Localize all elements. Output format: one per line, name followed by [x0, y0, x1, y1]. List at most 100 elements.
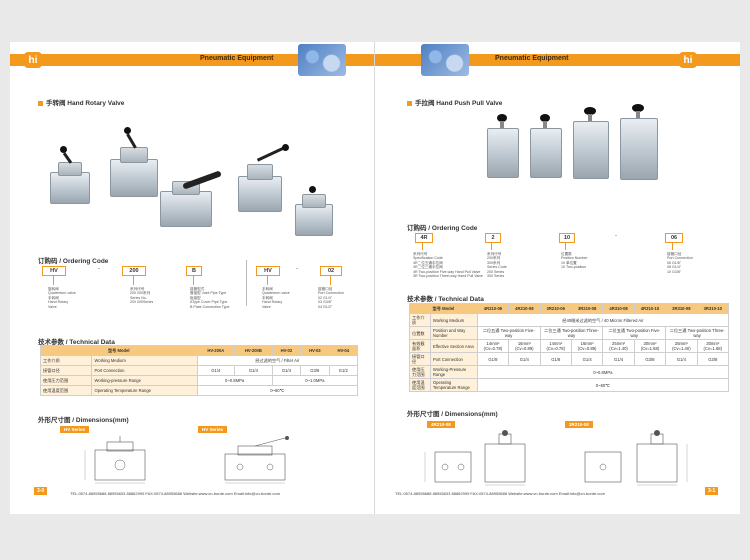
table-header-cell: 3R210-08: [570, 303, 604, 314]
section-title: 手转阀 Hand Rotary Valve: [38, 97, 124, 107]
table-header-cell: 4R210-08: [508, 303, 541, 314]
table-cell: G1/8: [476, 352, 510, 366]
4r-dimension-drawing: [424, 430, 526, 486]
table-cell: G3/8: [633, 352, 667, 366]
logo-chinese: 宝德气动: [631, 55, 675, 67]
hv-dimension-drawing: [84, 436, 146, 484]
table-row: 使用温度范围 Operating Temperature Range 0~60℃: [409, 378, 730, 392]
table-cell: G1/4: [602, 352, 635, 366]
table-cell: 16mm² (Cv=0.89): [570, 339, 604, 353]
table-header-cell: 3R210-06: [539, 303, 572, 314]
table-cell: 工作介质: [39, 355, 93, 366]
table-cell: Working-Pressure Range: [429, 365, 478, 379]
table-row: 工作介质 Working Medium 经40微米过滤的空气 / 40 Micr…: [409, 313, 730, 327]
table-row: 型号 Model 4R210-06 4R210-08 3R210-06 3R21…: [409, 303, 730, 314]
table-cell: Effective Section Area: [429, 339, 478, 353]
table-header-cell: 型号 Model: [409, 303, 478, 314]
table-cell: 二位五通 Two-position Five-way: [602, 326, 667, 340]
order-code-box: 4R: [415, 233, 433, 243]
table-cell: Operating Temperature Range: [91, 385, 198, 396]
table-row: 接管口径 Port Connection G1/4 G1/4 G1/4 G3/8…: [39, 365, 359, 376]
header-bar: [10, 54, 375, 66]
left-page: hi borde 宝德气动 Pneumatic Equipment 手转阀 Ha…: [10, 42, 375, 514]
table-cell: 有效截面积: [409, 339, 431, 353]
tech-data-title: 技术参数 / Technical Data: [38, 339, 115, 346]
table-cell: 使用压力范围: [409, 365, 431, 379]
order-code-note: 系列代号 Specification Code 4R二位五通手拉阀 3R二位三通…: [413, 252, 483, 279]
table-row: 接管口径 Port Connection G1/8 G1/4 G1/8 G1/4…: [409, 352, 730, 366]
logo-badge-icon: hi: [679, 52, 697, 68]
table-cell: 经40微米过滤的空气 / 40 Micron Filtered Air: [476, 313, 730, 327]
page-number: 3-0: [34, 487, 48, 495]
table-row: 位置数 Position and Way Number 二位五通 Two-pos…: [409, 326, 729, 340]
table-header-cell: 4R310-10: [633, 303, 667, 314]
table-cell: 14mm² (Cv=0.78): [476, 339, 510, 353]
logo-chinese: 宝德气动: [83, 55, 128, 67]
table-header-cell: 4R310-08: [602, 303, 635, 314]
table-cell: 接管口径: [409, 352, 431, 366]
table-header-cell: 4R210-06: [476, 303, 510, 314]
table-header-cell: 3R310-08: [665, 303, 698, 314]
hv-dimension-drawing: [224, 436, 289, 484]
order-code-note: 旋转阀 Quarterturn valve 手转阀 Hand Rotary Va…: [48, 287, 76, 309]
logo-word: borde: [46, 53, 80, 67]
logo-badge-icon: hi: [24, 52, 42, 68]
table-cell: 接管口径: [39, 365, 93, 376]
footer-contact: TEL:0574-88955688 88955633 88862999 FAX:…: [395, 491, 605, 496]
order-code-note: 接管型式 管接型 Joint Pipe Type 板接型 AType Cover…: [190, 287, 230, 309]
section-title-text: 手拉阀 Hand Push Pull Valve: [415, 100, 503, 107]
dimensions-title: 外形尺寸图 / Dimensions(mm): [407, 411, 498, 418]
order-code-note: 接管口径 Port Connection 06 G1/8" 08 G1/4" 1…: [667, 252, 693, 274]
dimension-series-tag: HV Series: [198, 426, 228, 433]
header-product-image: [298, 44, 346, 76]
table-cell: 经过滤的空气 / Filter Air: [196, 355, 359, 366]
table-header-cell: 型号 Model: [40, 345, 198, 356]
catalog-spread: hi borde 宝德气动 Pneumatic Equipment 手转阀 Ha…: [10, 42, 740, 514]
order-code-dash: -: [98, 266, 100, 272]
page-number: 3-1: [705, 487, 719, 495]
brand-logo: 宝德气动 hi borde: [631, 49, 734, 71]
table-cell: 25mm² (Cv=1.40): [602, 339, 635, 353]
order-code-note: 系列代号 200系列 300系列 Series Code 200 Series …: [487, 252, 507, 279]
order-code-box: 06: [665, 233, 683, 243]
table-cell: 0~60℃: [196, 385, 359, 396]
order-code-dash: -: [615, 233, 617, 239]
table-row: 使用压力范围 Working-Pressure Range 0~0.8MPa: [409, 365, 730, 379]
table-cell: 二位三通 Two-position Three-way: [665, 326, 729, 340]
table-header-cell: HV-03: [300, 345, 330, 356]
table-cell: Working Medium: [91, 355, 198, 366]
tech-data-title: 技术参数 / Technical Data: [407, 296, 484, 303]
table-row: 使用温度范围 Operating Temperature Range 0~60℃: [39, 385, 359, 396]
table-cell: G1/8: [539, 352, 572, 366]
order-code-note: 接管口径 Port Connection 02 G1/4" 03 G3/8" 0…: [318, 287, 344, 309]
table-cell: 14mm² (Cv=0.78): [539, 339, 572, 353]
dimensions-title: 外形尺寸图 / Dimensions(mm): [38, 417, 129, 424]
table-cell: Working Medium: [429, 313, 478, 327]
footer-contact: TEL:0574-88955688 88955633 88862999 FAX:…: [70, 491, 280, 496]
table-cell: Working-pressure Range: [91, 375, 198, 386]
bullet-icon: [38, 100, 43, 106]
table-cell: G1/4: [271, 365, 302, 376]
table-cell: 30mm² (Cv=1.68): [633, 339, 667, 353]
table-cell: 16mm² (Cv=0.89): [508, 339, 541, 353]
table-header-cell: HV-04: [328, 345, 359, 356]
table-cell: G1/2: [328, 365, 359, 376]
table-cell: 使用温度范围: [39, 385, 93, 396]
table-header-cell: 3R310-10: [696, 303, 730, 314]
order-code-box: 200: [122, 266, 146, 276]
section-title-text: 手转阀 Hand Rotary Valve: [46, 100, 125, 107]
table-cell: G3/8: [300, 365, 330, 376]
brand-logo: hi borde 宝德气动: [24, 49, 127, 71]
ordering-title: 订购码 / Ordering Code: [407, 225, 478, 232]
tech-data-table: 型号 Model HV-200A HV-200B HV-02 HV-03 HV-…: [39, 345, 359, 396]
logo-word: borde: [701, 53, 735, 67]
page-gutter: [374, 42, 375, 514]
table-cell: G1/4: [570, 352, 604, 366]
table-cell: G1/4: [508, 352, 541, 366]
table-cell: 使用压力范围: [39, 375, 93, 386]
table-cell: 使用温度范围: [409, 378, 431, 392]
order-code-note: 系列代号 200 200系列 Series No. 200 200Series: [130, 287, 154, 305]
table-row: 工作介质 Working Medium 经过滤的空气 / Filter Air: [39, 355, 359, 366]
order-code-note: 手转阀 Quarterturn valve 手转阀 Hand Rotary Va…: [262, 287, 290, 309]
order-code-dash: -: [296, 266, 298, 272]
